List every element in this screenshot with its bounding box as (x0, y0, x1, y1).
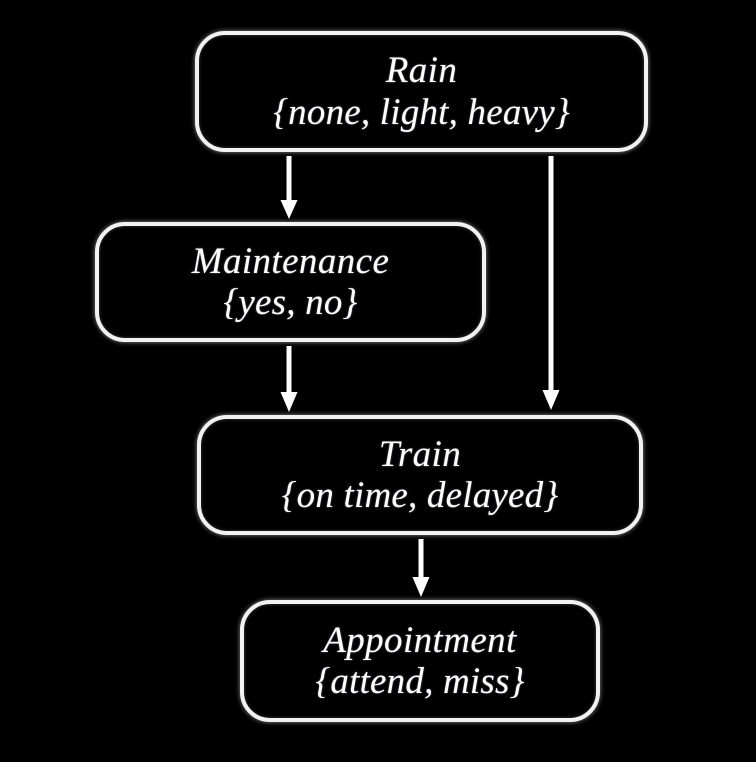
edge-maintenance-to-train (270, 342, 310, 416)
node-rain[interactable]: Rain {none, light, heavy} (195, 31, 648, 152)
node-rain-name: Rain (385, 50, 458, 92)
edge-rain-to-maintenance (270, 152, 310, 222)
node-maintenance[interactable]: Maintenance {yes, no} (95, 222, 486, 342)
node-appointment[interactable]: Appointment {attend, miss} (240, 600, 600, 722)
edge-train-to-appointment (402, 535, 442, 601)
node-train-domain: {on time, delayed} (281, 475, 559, 516)
node-appointment-domain: {attend, miss} (315, 661, 525, 702)
node-maintenance-domain: {yes, no} (223, 282, 358, 323)
node-train[interactable]: Train {on time, delayed} (197, 415, 643, 535)
node-appointment-name: Appointment (323, 619, 517, 661)
node-rain-domain: {none, light, heavy} (273, 91, 570, 133)
node-maintenance-name: Maintenance (191, 240, 390, 282)
edge-rain-to-train (532, 152, 572, 414)
node-train-name: Train (378, 433, 462, 475)
